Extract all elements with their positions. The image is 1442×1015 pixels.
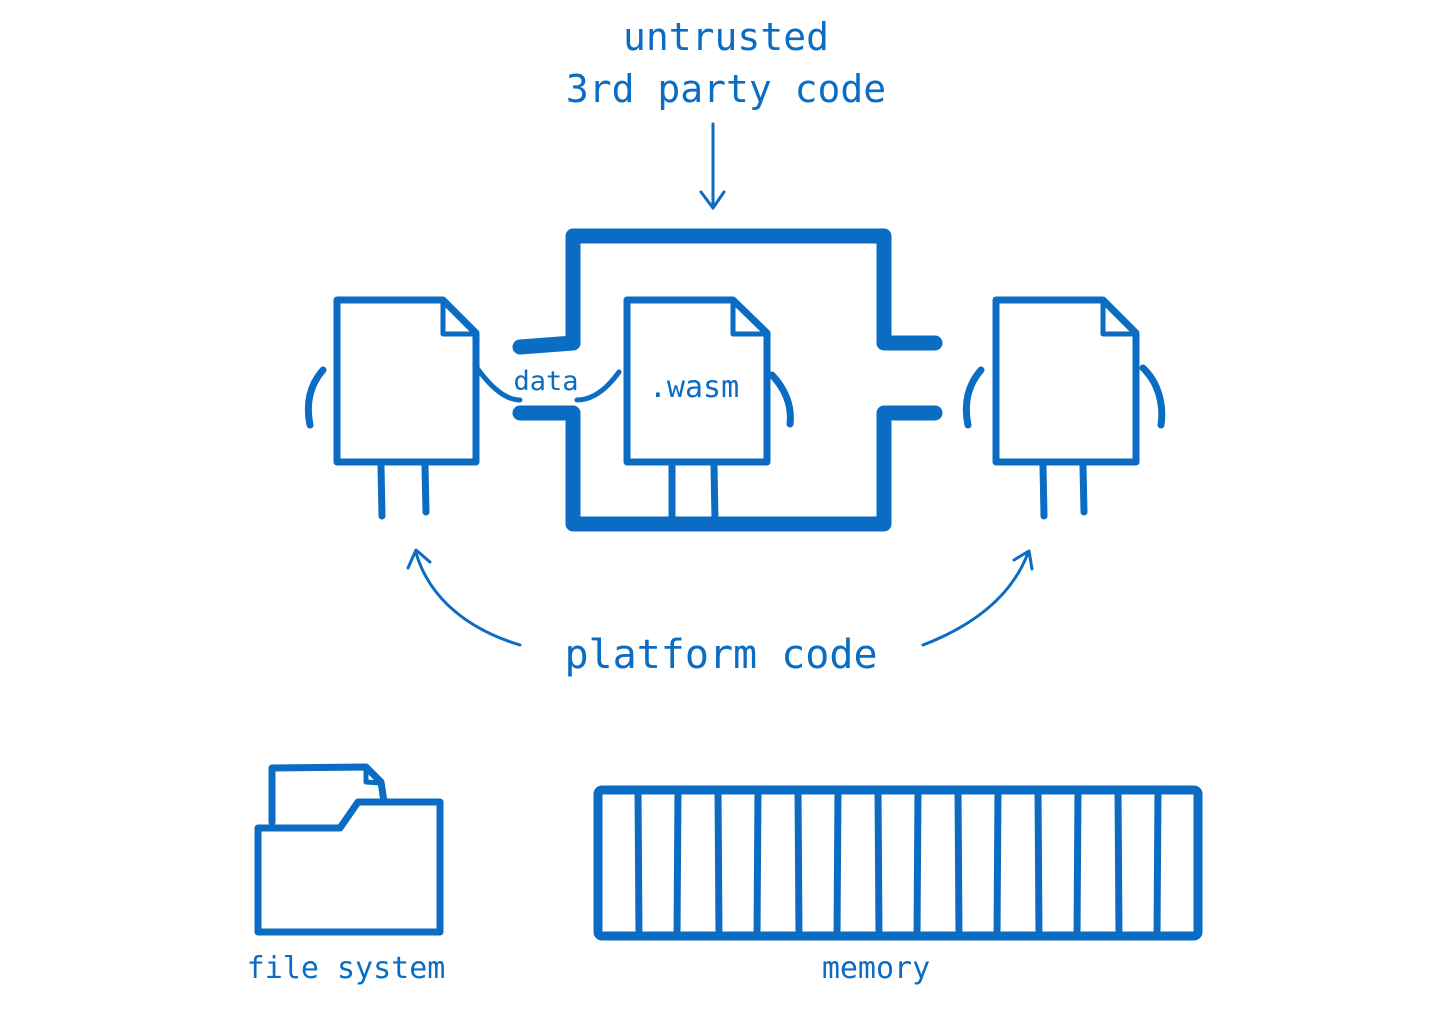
left-curved-arrow-icon	[406, 548, 522, 647]
memory-cell-divider	[673, 786, 682, 940]
wasm-document-character	[574, 296, 794, 524]
third-party-code-label: 3rd party code	[566, 67, 886, 111]
platform-code-label: platform code	[564, 632, 877, 678]
memory-cell-divider	[714, 786, 723, 940]
memory-cell-divider	[1114, 786, 1123, 940]
memory-cell-divider	[753, 786, 762, 940]
memory-cell-divider	[794, 786, 803, 940]
memory-cell-divider	[993, 786, 1002, 940]
memory-strip	[593, 785, 1203, 941]
memory-cell-divider	[913, 786, 922, 940]
right-document-character	[962, 296, 1166, 520]
memory-cell-divider	[833, 786, 842, 940]
memory-cells	[634, 786, 1162, 940]
down-arrow-icon	[699, 122, 726, 210]
wasm-label: .wasm	[649, 370, 739, 405]
data-label: data	[513, 366, 578, 397]
untrusted-label: untrusted	[623, 15, 829, 59]
memory-cell-divider	[1153, 786, 1162, 940]
memory-label: memory	[822, 951, 930, 986]
memory-cell-divider	[954, 786, 963, 940]
memory-cell-divider	[1034, 786, 1043, 940]
folder-icon	[254, 763, 444, 936]
left-document-character	[304, 296, 523, 520]
file-system-label: file system	[247, 951, 446, 986]
memory-cell-divider	[634, 786, 643, 940]
memory-cell-divider	[1073, 786, 1082, 940]
memory-cell-divider	[874, 786, 883, 940]
sandbox-box	[512, 228, 943, 532]
right-curved-arrow-icon	[921, 549, 1034, 647]
